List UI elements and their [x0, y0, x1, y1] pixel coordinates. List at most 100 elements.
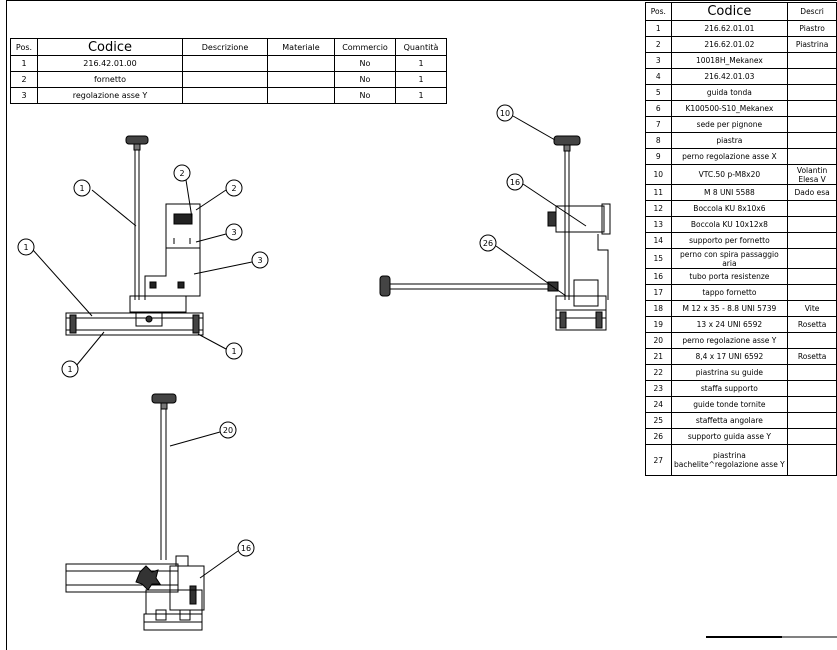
front-view — [65, 135, 204, 336]
bom-header-pos: Pos. — [10, 38, 38, 56]
table-row: 3 regolazione asse Y No 1 — [10, 87, 447, 104]
cell-materiale — [267, 55, 335, 72]
cell-codice: perno regolazione asse X — [670, 148, 789, 165]
cell-materiale — [267, 87, 335, 104]
cell-descrizione — [787, 396, 837, 413]
cell-codice: 8,4 x 17 UNI 6592 — [670, 348, 789, 365]
cell-descrizione — [787, 268, 837, 285]
cell-codice: fornetto — [37, 71, 183, 88]
balloon-2-a: 2 — [179, 169, 184, 178]
cell-pos: 16 — [645, 268, 672, 285]
cell-pos: 18 — [645, 300, 672, 317]
cell-descrizione — [182, 55, 268, 72]
cell-codice: supporto per fornetto — [670, 232, 789, 249]
cell-descrizione: Rosetta — [787, 348, 837, 365]
cell-codice: guide tonde tornite — [670, 396, 789, 413]
cell-descrizione: Rosetta — [787, 316, 837, 333]
cell-descrizione: Piastrina — [787, 36, 837, 53]
cell-codice: supporto guida asse Y — [670, 428, 789, 445]
cell-descrizione — [787, 84, 837, 101]
cell-pos: 7 — [645, 116, 672, 133]
bom-header-commercio: Commercio — [334, 38, 396, 56]
cell-materiale — [267, 71, 335, 88]
cell-codice: M 12 x 35 - 8.8 UNI 5739 — [670, 300, 789, 317]
bom-header-pos: Pos. — [645, 2, 672, 21]
cell-commercio: No — [334, 71, 396, 88]
cell-descrizione — [182, 87, 268, 104]
cell-pos: 26 — [645, 428, 672, 445]
cell-quantita: 1 — [395, 55, 447, 72]
cell-descrizione — [787, 412, 837, 429]
cell-descrizione — [787, 364, 837, 381]
cell-codice: piastrina su guide — [670, 364, 789, 381]
cell-pos: 3 — [10, 87, 38, 104]
cell-descrizione — [787, 232, 837, 249]
bottom-view-balloons: 20 16 — [169, 421, 255, 579]
cell-pos: 12 — [645, 200, 672, 217]
cell-pos: 1 — [645, 20, 672, 37]
balloon-1-a: 1 — [79, 184, 84, 193]
cell-codice: perno regolazione asse Y — [670, 332, 789, 349]
cell-descrizione: Volantin Elesa V — [787, 164, 837, 185]
cell-pos: 20 — [645, 332, 672, 349]
table-row: 1 216.42.01.00 No 1 — [10, 55, 447, 72]
cell-codice: Boccola KU 10x12x8 — [670, 216, 789, 233]
cell-pos: 19 — [645, 316, 672, 333]
bom-header-row: Pos. Codice Descri — [645, 2, 837, 21]
balloon-16-b: 16 — [241, 544, 251, 553]
cell-pos: 17 — [645, 284, 672, 301]
cell-commercio: No — [334, 87, 396, 104]
cell-descrizione — [787, 148, 837, 165]
balloon-1-b: 1 — [23, 243, 28, 252]
cell-codice: 216.62.01.01 — [670, 20, 789, 37]
cell-pos: 1 — [10, 55, 38, 72]
balloon-10: 10 — [500, 109, 510, 118]
cell-codice: piastrina bachelite^regolazione asse Y — [670, 444, 789, 476]
cell-codice: 10018H_Mekanex — [670, 52, 789, 69]
cell-pos: 15 — [645, 248, 672, 269]
bom-header-quantita: Quantità — [395, 38, 447, 56]
cell-codice: guida tonda — [670, 84, 789, 101]
cell-descrizione — [787, 116, 837, 133]
balloon-2-b: 2 — [231, 184, 236, 193]
cell-descrizione — [787, 200, 837, 217]
cell-descrizione: Vite — [787, 300, 837, 317]
cell-codice: 216.42.01.03 — [670, 68, 789, 85]
cell-pos: 23 — [645, 380, 672, 397]
cell-descrizione — [787, 216, 837, 233]
cell-descrizione — [787, 444, 837, 476]
cell-pos: 13 — [645, 216, 672, 233]
cell-pos: 11 — [645, 184, 672, 201]
cell-descrizione — [787, 248, 837, 269]
cell-commercio: No — [334, 55, 396, 72]
cell-codice: K100500-S10_Mekanex — [670, 100, 789, 117]
cell-codice: staffa supporto — [670, 380, 789, 397]
cell-pos: 24 — [645, 396, 672, 413]
cell-codice: VTC.50 p-M8x20 — [670, 164, 789, 185]
cell-codice: piastra — [670, 132, 789, 149]
cell-pos: 14 — [645, 232, 672, 249]
cell-pos: 5 — [645, 84, 672, 101]
bom-header-codice: Codice — [670, 2, 789, 21]
cell-descrizione — [787, 52, 837, 69]
cell-pos: 27 — [645, 444, 672, 476]
cell-pos: 22 — [645, 364, 672, 381]
cell-descrizione: Dado esa — [787, 184, 837, 201]
drawing-border — [6, 0, 837, 650]
